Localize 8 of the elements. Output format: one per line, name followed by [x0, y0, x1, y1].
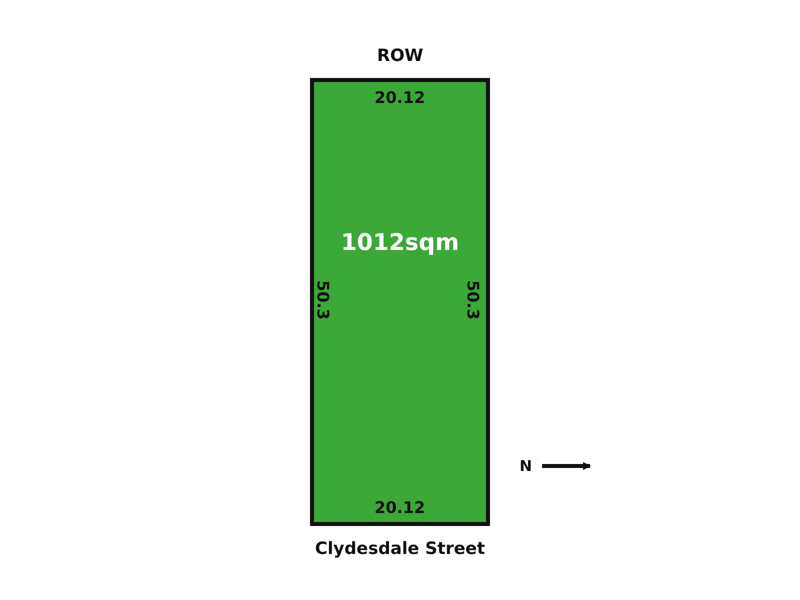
dimension-label: 20.12 [374, 90, 426, 106]
lot-parcel [310, 78, 490, 526]
dimension-label: 50.3 [314, 280, 330, 320]
dimension-label: 50.3 [464, 280, 480, 320]
road-label: ROW [377, 48, 424, 64]
area-label: 1012sqm [340, 232, 460, 255]
north-label: N [520, 458, 532, 474]
dimension-label: 20.12 [374, 500, 426, 516]
